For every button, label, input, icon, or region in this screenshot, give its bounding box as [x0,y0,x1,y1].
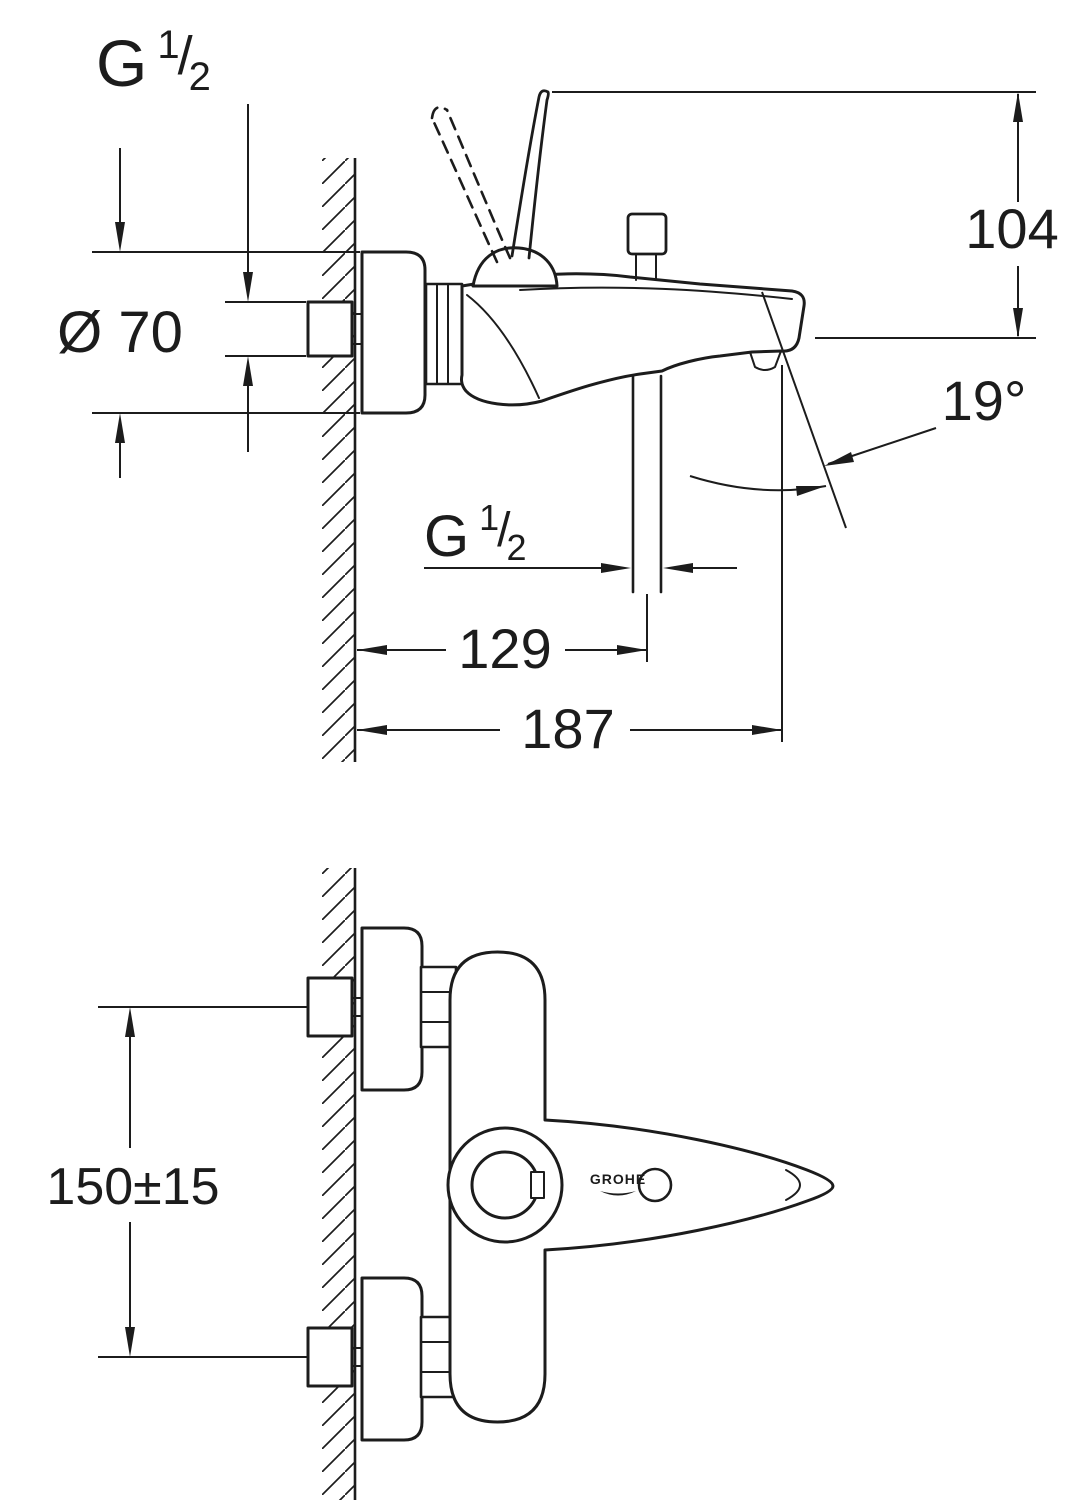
grohe-logo-swoosh [600,1191,636,1196]
diverter-knob-side [626,212,668,281]
dimension-spout-reach: 187 [357,365,783,760]
supply-square-nut [306,300,354,358]
supply-square-nut [306,1326,354,1388]
handle-notch [530,1171,545,1199]
spout-nozzle [749,350,782,371]
arrowhead [752,725,782,735]
dimension-spout-angle: 19° [689,291,1027,529]
dimension-spout-height: 104 [552,91,1059,339]
dim-label-150: 150±15 [46,1158,219,1216]
supply-fitting-side [306,300,364,358]
spout-tip-contour [785,1169,801,1201]
supply-square-nut [306,976,354,1038]
body-top-face-line [519,286,793,300]
dimension-escutcheon-diameter: Ø 70 [57,148,360,478]
wall-hatching [322,868,355,1500]
dim-label-187: 187 [521,697,614,760]
escutcheon-front-bottom [360,1276,424,1442]
arrowhead [115,222,125,252]
dim-label-129: 129 [458,617,551,680]
arrowhead [1013,308,1023,338]
escutcheon-front-top [360,926,424,1092]
escutcheon-side [360,250,427,415]
shower-outlet-pipe [631,374,663,594]
wall-front-view [322,868,357,1500]
arrowhead [125,1007,135,1037]
dimension-mounting-centers: 150±15 [46,1006,308,1358]
dim-label-104: 104 [965,197,1058,260]
wall-hatching [322,158,355,762]
handle-inner-circle [470,1150,540,1220]
arrowhead [357,725,387,735]
wall-side-view [322,158,357,762]
supply-fitting-front-top [306,976,364,1038]
supply-fitting-front-bottom [306,1326,364,1388]
faucet-body-side [460,272,806,407]
arrowhead [1013,92,1023,122]
arrowhead [824,452,854,466]
dim-label-angle: 19° [942,369,1027,432]
body-contour-line [466,294,540,399]
arrowhead [663,563,693,573]
arrowhead [243,272,253,302]
front-view: GROHE 150±15 [46,868,835,1500]
side-view [306,89,806,762]
grohe-logo: GROHE [590,1171,646,1196]
arrowhead [601,563,631,573]
grohe-logo-text: GROHE [590,1171,646,1187]
arrowhead [796,486,826,496]
arrowhead [243,356,253,386]
arrowhead [115,413,125,443]
dimension-shower-offset: 129 [357,594,648,680]
arrowhead [125,1327,135,1357]
diverter-front [637,1167,673,1203]
lever-handle-alt-dashed [430,106,512,264]
handle-front [446,1126,564,1244]
union-nut-side [424,282,464,386]
arrowhead [617,645,647,655]
dim-label-diameter: Ø 70 [57,300,183,365]
arrowhead [357,645,387,655]
lever-handle-side [510,89,550,260]
